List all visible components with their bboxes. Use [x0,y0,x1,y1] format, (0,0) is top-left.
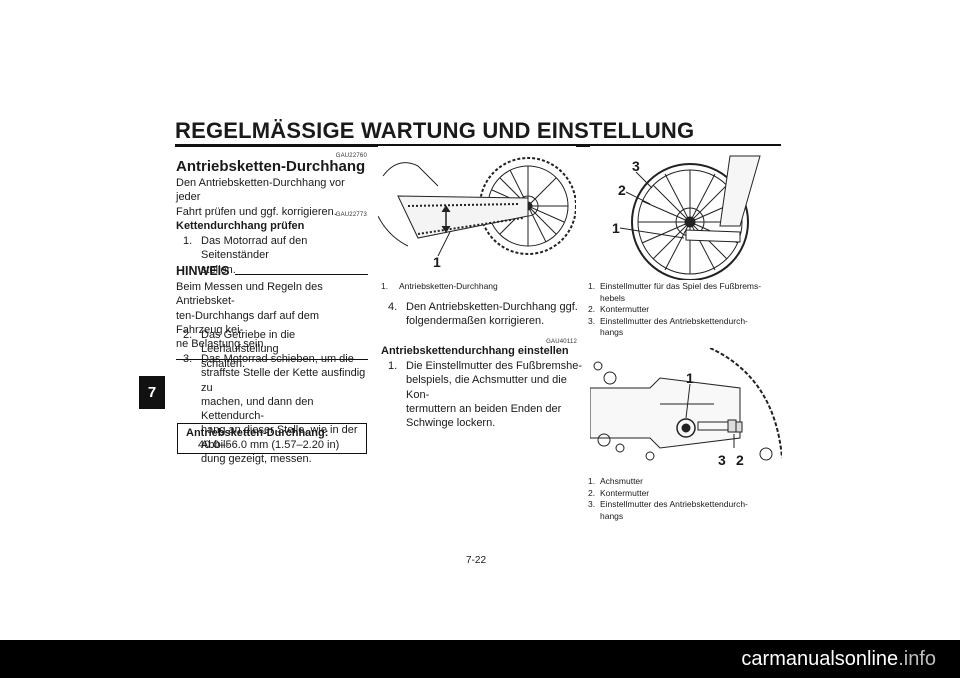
subsection-heading: Kettendurchhang prüfen [176,220,305,232]
callout-1: 1 [686,370,694,386]
header-rule [175,144,781,147]
spec-title: Antriebsketten-Durchhang: [186,427,329,439]
brake-adjuster-figure: 3 2 1 [590,146,782,281]
spec-box: Antriebsketten-Durchhang: 40.0–56.0 mm (… [177,423,367,454]
note-text: Beim Messen und Regeln des Antriebsket- … [176,281,323,351]
callout-2: 2 [736,452,744,468]
caption-item: 2.Kontermutter [588,304,650,314]
callout-3: 3 [632,158,640,174]
page-title: REGELMÄSSIGE WARTUNG UND EINSTELLUNG [175,118,695,143]
callout-1: 1 [612,220,620,236]
subsection-heading: Antriebskettendurchhang einstellen [381,345,569,357]
caption-item: 3.Einstellmutter des Antriebskettendurch… [588,499,748,521]
section-code: GAU22760 [335,153,367,159]
figure-callout: 1 [433,254,441,270]
step-item: 1. Die Einstellmutter des Fußbremshe- be… [388,360,583,430]
callout-2: 2 [618,182,626,198]
axle-nut-figure: 1 3 2 [589,347,783,470]
watermark-link[interactable]: carmanualsonline.info [741,648,936,670]
subsection-code: GAU40112 [546,339,577,345]
note-title: HINWEIS [176,264,230,278]
note-block: HINWEIS Beim Messen und Regeln des Antri… [176,264,368,361]
caption-item: 1.Achsmutter [588,476,643,486]
note-rule [235,273,368,275]
footer-bar [0,640,960,678]
caption-item: 2.Kontermutter [588,487,650,498]
section-heading: Antriebsketten-Durchhang [176,158,366,175]
intro-text: Den Antriebsketten-Durchhang vor jeder F… [176,177,345,218]
caption-item: 3.Einstellmutter des Antriebskettendurch… [588,315,748,338]
figure-caption: 1. Antriebsketten-Durchhang [381,281,498,291]
figure-caption-list: 1.Achsmutter 2.Kontermutter 3.Einstellmu… [588,476,778,522]
page-number: 7-22 [466,555,487,566]
caption-item: 1.Einstellmutter für das Spiel des Fußbr… [588,281,762,303]
chain-slack-figure: 1 [377,146,577,274]
step-item: 3. Das Motorrad schieben, um die straffs… [183,353,366,466]
step-item: 4. Den Antriebsketten-Durchhang ggf.folg… [388,301,578,328]
note-end-rule [176,359,368,361]
swingarm-illustration [589,347,783,461]
callout-3: 3 [718,452,726,468]
figure-caption-list: 1.Einstellmutter für das Spiel des Fußbr… [588,281,778,339]
subsection-code: GAU22773 [335,212,367,218]
chain-slack-illustration [377,157,577,257]
chapter-tab: 7 [139,376,165,409]
rear-wheel-illustration [619,155,761,281]
spec-value: 40.0–56.0 mm (1.57–2.20 in) [198,439,340,451]
